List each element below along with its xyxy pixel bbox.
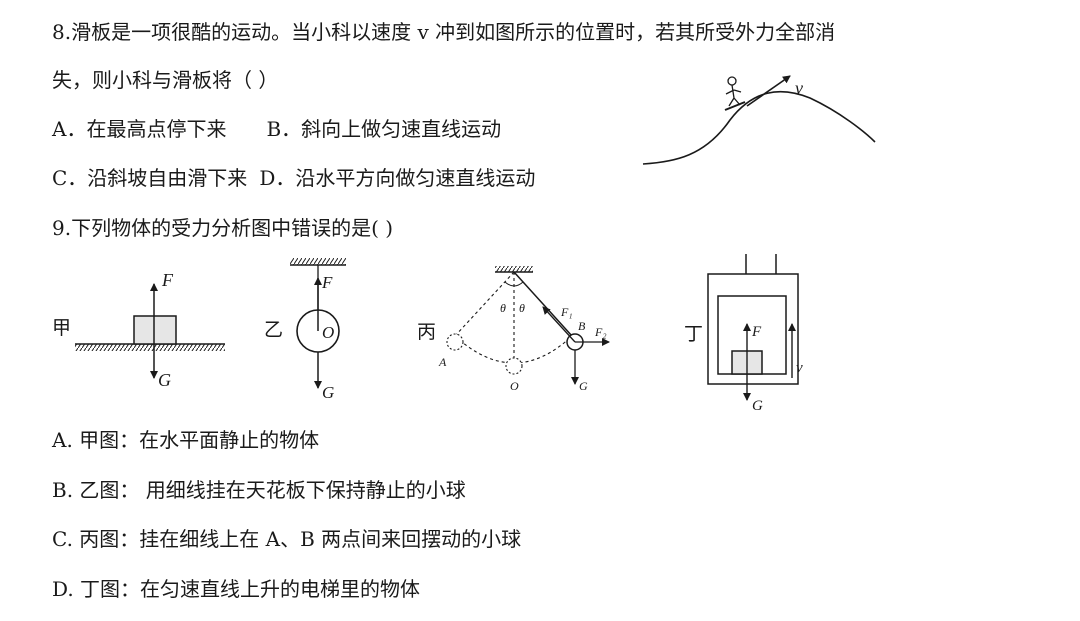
velocity-label: v: [795, 78, 803, 98]
force-F2-label: F₂: [594, 325, 607, 339]
skater-icon: [724, 76, 746, 111]
q8-options-row1: A．在最高点停下来 B．斜向上做匀速直线运动: [52, 113, 501, 142]
point-O-label: O: [510, 379, 519, 393]
fig-ding-name: 丁: [684, 323, 703, 345]
force-G-label: G: [579, 379, 588, 393]
ball-O: [505, 357, 523, 375]
fig-jia: 甲 F G: [52, 270, 225, 390]
force-F1-label: F₁: [560, 305, 573, 319]
q8-skateboard-figure: v: [642, 75, 876, 165]
force-G-label: G: [158, 370, 171, 390]
hill-curve: [642, 90, 876, 165]
fig-bing-name: 丙: [417, 321, 436, 343]
block: [133, 315, 177, 345]
q8-option-c: C．沿斜坡自由滑下来: [52, 166, 248, 190]
theta-right: θ: [519, 301, 525, 315]
ground-hatch: [75, 344, 225, 351]
fig-ding: 丁 F G v: [684, 254, 803, 414]
q9-option-c: C. 丙图：挂在细线上在 A、B 两点间来回摆动的小球: [52, 527, 522, 551]
string-to-B: [513, 271, 573, 337]
q8-options-row2: C．沿斜坡自由滑下来 D．沿水平方向做匀速直线运动: [52, 162, 535, 191]
fig-bing: 丙 θ θ A O B F₁ F₂ G: [417, 266, 610, 393]
force-G-label: G: [752, 398, 763, 414]
fig-yi-name: 乙: [264, 319, 283, 341]
force-F-label: F: [161, 270, 174, 290]
force-F1-arrow: [542, 306, 576, 343]
force-F-label: F: [321, 273, 333, 292]
q9-stem: 9.下列物体的受力分析图中错误的是( ): [52, 216, 394, 240]
center-O-label: O: [322, 323, 334, 342]
q8-option-b: B．斜向上做匀速直线运动: [266, 117, 502, 141]
fig-yi: 乙 F O G: [264, 258, 346, 402]
ceiling-hatch: [495, 266, 533, 272]
q9-option-d: D. 丁图：在匀速直线上升的电梯里的物体: [52, 577, 421, 601]
ball-A: [446, 333, 464, 351]
q8-option-d: D．沿水平方向做匀速直线运动: [259, 166, 536, 190]
q9-option-a: A. 甲图：在水平面静止的物体: [52, 428, 320, 452]
velocity-label: v: [796, 360, 803, 376]
fig-jia-name: 甲: [52, 317, 71, 339]
velocity-arrow: [746, 75, 791, 107]
q8-option-a: A．在最高点停下来: [52, 117, 227, 141]
angle-arc: [504, 281, 524, 287]
theta-left: θ: [500, 301, 506, 315]
q8-stem-line2: 失，则小科与滑板将（ ）: [52, 68, 279, 92]
force-F-label: F: [751, 324, 762, 340]
string-to-A: [454, 271, 515, 337]
q8-stem-line1: 8.滑板是一项很酷的运动。当小科以速度 v 冲到如图所示的位置时，若其所受外力全…: [52, 20, 836, 44]
ceiling-hatch: [290, 258, 346, 265]
point-B-label: B: [578, 319, 586, 333]
q9-option-b: B. 乙图： 用细线挂在天花板下保持静止的小球: [52, 478, 466, 502]
force-G-label: G: [322, 383, 334, 402]
point-A-label: A: [438, 355, 447, 369]
elevator-outer: [707, 273, 799, 385]
